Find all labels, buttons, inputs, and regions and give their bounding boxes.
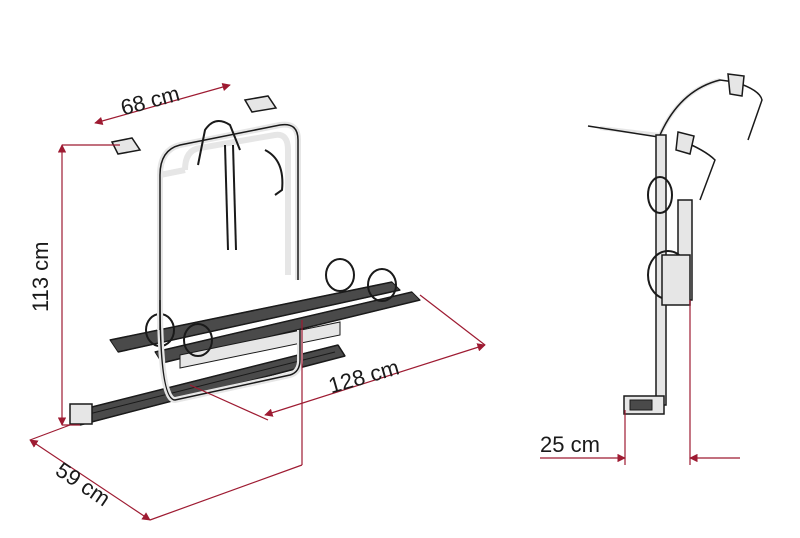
side-vertical-post	[647, 134, 693, 406]
side-top-arm	[599, 78, 721, 137]
dim-label-width-top: 68 cm	[118, 81, 182, 121]
side-mid-clamp	[675, 131, 695, 155]
side-top-clamp	[727, 73, 745, 97]
dim-label-depth: 59 cm	[51, 457, 115, 511]
side-view: 25 cm	[540, 73, 763, 465]
dim-label-height: 113 cm	[28, 241, 53, 312]
side-dimension-lines	[540, 300, 740, 465]
front-dimension-lines	[29, 83, 486, 521]
dim-label-side-offset: 25 cm	[540, 432, 600, 457]
side-base-bracket	[623, 395, 665, 415]
top-brackets	[110, 95, 278, 155]
front-perspective-view: 68 cm 113 cm 128 cm 59 cm	[28, 81, 486, 521]
dim-label-rail-length: 128 cm	[326, 354, 402, 398]
upper-wheel-rails	[109, 281, 421, 369]
